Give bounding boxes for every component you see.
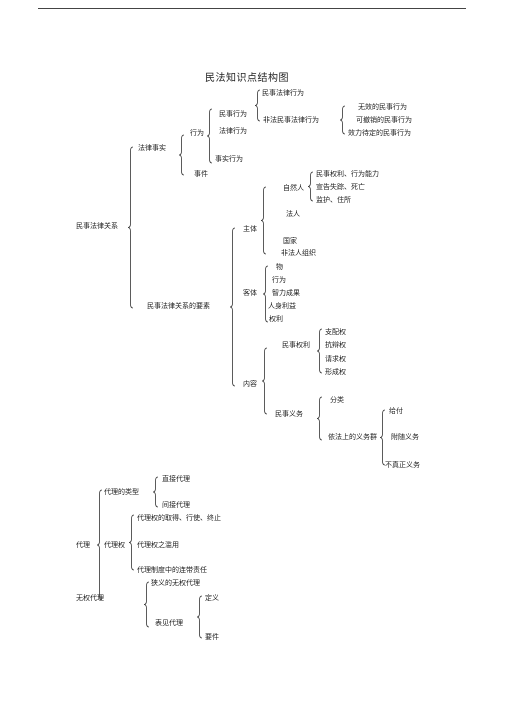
- node-legal-person: 法人: [286, 210, 300, 218]
- node-unincorporated-org: 非法人组织: [281, 249, 316, 257]
- node-ancillary-obligation: 附随义务: [391, 433, 419, 441]
- node-object-act: 行为: [272, 276, 286, 284]
- node-civil-obligation: 民事义务: [275, 410, 303, 418]
- node-defense-right: 抗辩权: [325, 341, 346, 349]
- node-act: 行为: [190, 129, 204, 137]
- node-performance: 给付: [389, 407, 403, 415]
- brace-legal-fact: [178, 134, 185, 176]
- node-direct-agency: 直接代理: [162, 475, 190, 483]
- node-void-civil-act: 无效的民事行为: [358, 103, 407, 111]
- node-content: 内容: [243, 380, 257, 388]
- brace-object: [262, 265, 269, 323]
- brace-content: [261, 347, 268, 415]
- brace-civil-obligation: [316, 396, 323, 441]
- node-incomplete-obligation: 不真正义务: [385, 461, 420, 469]
- node-guardianship-domicile: 监护、住所: [316, 196, 351, 204]
- node-intellectual-achievement: 智力成果: [272, 289, 300, 297]
- node-illegal-civil-act: 非法民事法律行为: [263, 116, 319, 124]
- header-rule: [38, 8, 466, 9]
- node-right: 权利: [269, 315, 283, 323]
- brace-civil-legal-relation: [127, 146, 134, 309]
- brace-subject: [260, 186, 267, 255]
- brace-act: [206, 108, 213, 164]
- node-pending-validity-act: 效力待定的民事行为: [348, 129, 411, 137]
- brace-illegal-act: [339, 105, 346, 135]
- node-thing: 物: [276, 263, 283, 271]
- node-authority-lifecycle: 代理权的取得、行使、终止: [137, 514, 221, 522]
- node-joint-liability: 代理制度中的连带责任: [137, 566, 207, 574]
- node-subject: 主体: [243, 225, 257, 233]
- node-agency-types: 代理的类型: [104, 488, 139, 496]
- node-civil-juristic-act: 民事法律行为: [262, 89, 304, 97]
- node-natural-person: 自然人: [283, 184, 304, 192]
- node-requirements: 要件: [205, 633, 219, 641]
- node-state: 国家: [283, 237, 297, 245]
- node-classification: 分类: [330, 396, 344, 404]
- node-missing-death: 宣告失踪、死亡: [316, 183, 365, 191]
- node-elements: 民事法律关系的要素: [147, 302, 210, 310]
- brace-unauthorized: [143, 581, 150, 628]
- node-civil-act: 民事行为: [219, 110, 247, 118]
- brace-civil-rights: [316, 328, 323, 374]
- node-civil-legal-relation: 民事法律关系: [76, 222, 118, 230]
- node-personal-interest: 人身利益: [268, 302, 296, 310]
- brace-civil-act: [254, 89, 261, 122]
- node-authority-abuse: 代理权之滥用: [137, 541, 179, 549]
- node-object: 客体: [243, 289, 257, 297]
- node-legal-act: 法律行为: [219, 127, 247, 135]
- node-event: 事件: [194, 170, 208, 178]
- brace-natural-person: [307, 171, 314, 202]
- node-unauthorized-agency: 无权代理: [76, 594, 104, 602]
- node-statutory-obligations: 依法上的义务群: [328, 433, 377, 441]
- node-agency-authority: 代理权: [104, 541, 125, 549]
- node-voidable-civil-act: 可撤销的民事行为: [356, 116, 412, 124]
- node-narrow-unauthorized: 狭义的无权代理: [151, 579, 200, 587]
- node-claim-right: 请求权: [325, 355, 346, 363]
- node-formation-right: 形成权: [325, 368, 346, 376]
- brace-agency-types: [152, 476, 159, 508]
- brace-apparent-agency: [196, 595, 203, 639]
- node-civil-rights: 民事权利: [282, 341, 310, 349]
- brace-obligation-group: [379, 409, 386, 466]
- node-dominion-right: 支配权: [325, 328, 346, 336]
- node-legal-fact: 法律事实: [138, 144, 166, 152]
- node-agency: 代理: [76, 541, 90, 549]
- node-factual-act: 事实行为: [215, 155, 243, 163]
- node-apparent-agency: 表见代理: [155, 619, 183, 627]
- brace-agency: [96, 489, 103, 601]
- brace-agency-authority: [128, 514, 135, 571]
- node-definition: 定义: [205, 594, 219, 602]
- diagram-title: 民法知识点结构图: [205, 73, 289, 84]
- node-rights-capacity: 民事权利、行为能力: [316, 170, 379, 178]
- brace-elements: [229, 227, 236, 387]
- node-indirect-agency: 间接代理: [162, 501, 190, 509]
